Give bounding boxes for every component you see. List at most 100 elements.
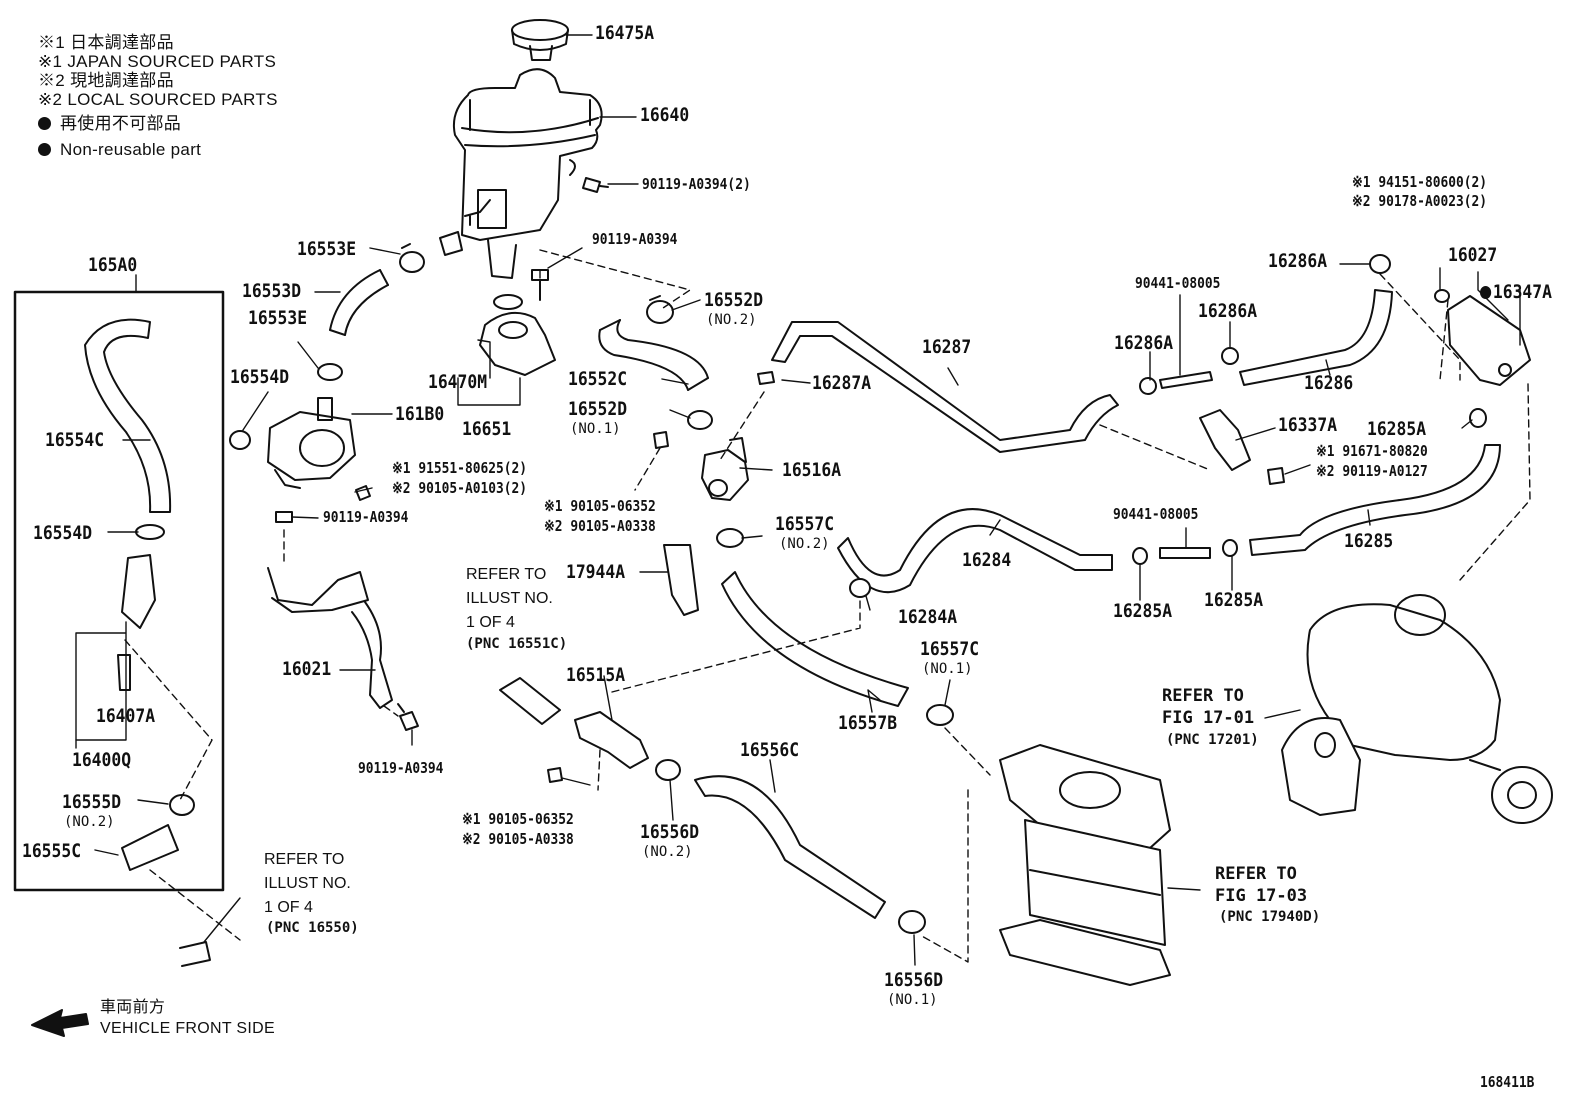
legend-local-jp: ※2 現地調達部品	[38, 71, 174, 90]
ref-17201-line2[interactable]: FIG 17-01	[1162, 708, 1255, 728]
part-label[interactable]: 16400Q	[72, 749, 132, 771]
part-label[interactable]: ※2 90119-A0127	[1316, 462, 1428, 480]
clamp-16556D-no2-shape	[655, 759, 681, 781]
part-label[interactable]: ※1 90105-06352	[544, 497, 656, 515]
part-label[interactable]: ※1 91671-80820	[1316, 442, 1428, 460]
part-label[interactable]: ※2 90105-A0338	[462, 830, 574, 848]
part-label[interactable]: 90441-08005	[1135, 274, 1221, 292]
part-label[interactable]: 165A0	[88, 254, 138, 276]
part-label[interactable]: 16286A	[1114, 332, 1174, 354]
clamp-16552D-no2-shape	[646, 295, 674, 324]
part-label[interactable]: 16556D	[884, 969, 944, 991]
pipe-90441-bot-shape	[1132, 539, 1238, 565]
bolt-90105-a-shape	[653, 431, 669, 449]
part-label[interactable]: 16285	[1344, 530, 1394, 552]
part-label[interactable]: 17944A	[566, 561, 626, 583]
part-label[interactable]: 16556D	[640, 821, 700, 843]
part-label[interactable]: 16337A	[1278, 414, 1338, 436]
clamp-16557C-no2-shape	[716, 528, 744, 548]
ref-16550-line4[interactable]: (PNC 16550)	[266, 920, 359, 936]
part-label[interactable]: 16556C	[740, 739, 800, 761]
part-label[interactable]: 16284A	[898, 606, 958, 628]
hose-16557B-shape	[721, 571, 909, 707]
clamp-16554D-mid-shape	[135, 524, 165, 540]
intercooler-shape	[999, 744, 1171, 986]
part-label[interactable]: 16553E	[248, 307, 308, 329]
part-label[interactable]: 16557B	[838, 712, 898, 734]
vehicle-front-en: VEHICLE FRONT SIDE	[100, 1020, 275, 1037]
part-label[interactable]: 16515A	[566, 664, 626, 686]
sensor-16337A-shape	[1199, 409, 1251, 471]
part-label[interactable]: 16027	[1448, 244, 1498, 266]
part-label[interactable]: 16285A	[1113, 600, 1173, 622]
part-label[interactable]: ※2 90105-A0338	[544, 517, 656, 535]
clamp-16285A-r-shape	[1469, 408, 1487, 428]
ref-16550-line1: REFER TO	[264, 851, 345, 868]
part-label[interactable]: 16475A	[595, 22, 655, 44]
sensor-16407A-shape	[117, 654, 131, 691]
hose-16285-shape	[1249, 444, 1501, 556]
part-label[interactable]: 16286A	[1198, 300, 1258, 322]
bracket-16027-shape	[1434, 289, 1531, 386]
part-label[interactable]: 90119-A0394	[358, 759, 444, 777]
part-sub: (NO.1)	[570, 421, 621, 437]
clamp-16286A-mid-shape	[1139, 347, 1239, 395]
clamp-16553E-mid-shape	[317, 363, 343, 381]
part-label[interactable]: 90119-A0394	[592, 230, 678, 248]
hose-16552C-shape	[598, 319, 709, 391]
part-16347A-text: 16347A	[1492, 281, 1552, 303]
water-pump-161B0-shape	[267, 397, 356, 489]
bolt-90119-mid-shape	[275, 511, 293, 523]
part-label[interactable]: 16557C	[920, 638, 980, 660]
ref-17940D-line2[interactable]: FIG 17-03	[1215, 886, 1308, 906]
bolt-90105-b-shape	[547, 767, 563, 783]
part-label[interactable]: 16552C	[568, 368, 628, 390]
clamp-16286A-top-shape	[1369, 254, 1391, 274]
part-sub: (NO.2)	[64, 814, 115, 830]
valve-16400Q-shape	[121, 554, 156, 629]
part-label[interactable]: 16407A	[96, 705, 156, 727]
part-label[interactable]: ※1 94151-80600(2)	[1352, 173, 1488, 191]
part-label[interactable]: 16552D	[568, 398, 628, 420]
part-label[interactable]: ※2 90178-A0023(2)	[1352, 192, 1488, 210]
part-label[interactable]: 16516A	[782, 459, 842, 481]
part-label[interactable]: 16553E	[297, 238, 357, 260]
part-label[interactable]: ※1 91551-80625(2)	[392, 459, 528, 477]
part-label[interactable]: 16285A	[1367, 418, 1427, 440]
part-label[interactable]: 16651	[462, 418, 512, 440]
part-label[interactable]: 16021	[282, 658, 332, 680]
clamp-16557C-no1-shape	[926, 704, 954, 726]
part-label[interactable]: 16347A	[1480, 283, 1552, 302]
nonreuse-dot-icon	[38, 117, 51, 130]
part-label[interactable]: 16554C	[45, 429, 105, 451]
part-label[interactable]: 16287	[922, 336, 972, 358]
part-label[interactable]: 16555C	[22, 840, 82, 862]
part-label[interactable]: 16554D	[230, 366, 290, 388]
part-label[interactable]: 16557C	[775, 513, 835, 535]
part-label[interactable]: 161B0	[395, 403, 445, 425]
part-label[interactable]: 16470M	[428, 371, 488, 393]
part-label[interactable]: 90441-08005	[1113, 505, 1199, 523]
ref-16551C-line1: REFER TO	[466, 566, 547, 583]
part-label[interactable]: 16554D	[33, 522, 93, 544]
part-sub: (NO.2)	[642, 844, 693, 860]
clamp-16555D-shape	[169, 794, 195, 816]
part-label[interactable]: 16640	[640, 104, 690, 126]
part-label[interactable]: ※2 90105-A0103(2)	[392, 479, 528, 497]
part-label[interactable]: 16284	[962, 549, 1012, 571]
part-label[interactable]: 16555D	[62, 791, 122, 813]
part-label[interactable]: 16286A	[1268, 250, 1328, 272]
part-label[interactable]: 16285A	[1204, 589, 1264, 611]
turbocharger-shape	[1281, 594, 1553, 824]
part-label[interactable]: 90119-A0394(2)	[642, 175, 751, 193]
valve-16515A-shape	[574, 711, 649, 769]
part-label[interactable]: 16552D	[704, 289, 764, 311]
part-label[interactable]: ※1 90105-06352	[462, 810, 574, 828]
part-label[interactable]: 16286	[1304, 372, 1354, 394]
ref-16551C-line4[interactable]: (PNC 16551C)	[466, 636, 568, 652]
part-label[interactable]: 16287A	[812, 372, 872, 394]
legend-japan-en: ※1 JAPAN SOURCED PARTS	[38, 52, 277, 71]
part-label[interactable]: 90119-A0394	[323, 508, 409, 526]
part-label[interactable]: 16553D	[242, 280, 302, 302]
